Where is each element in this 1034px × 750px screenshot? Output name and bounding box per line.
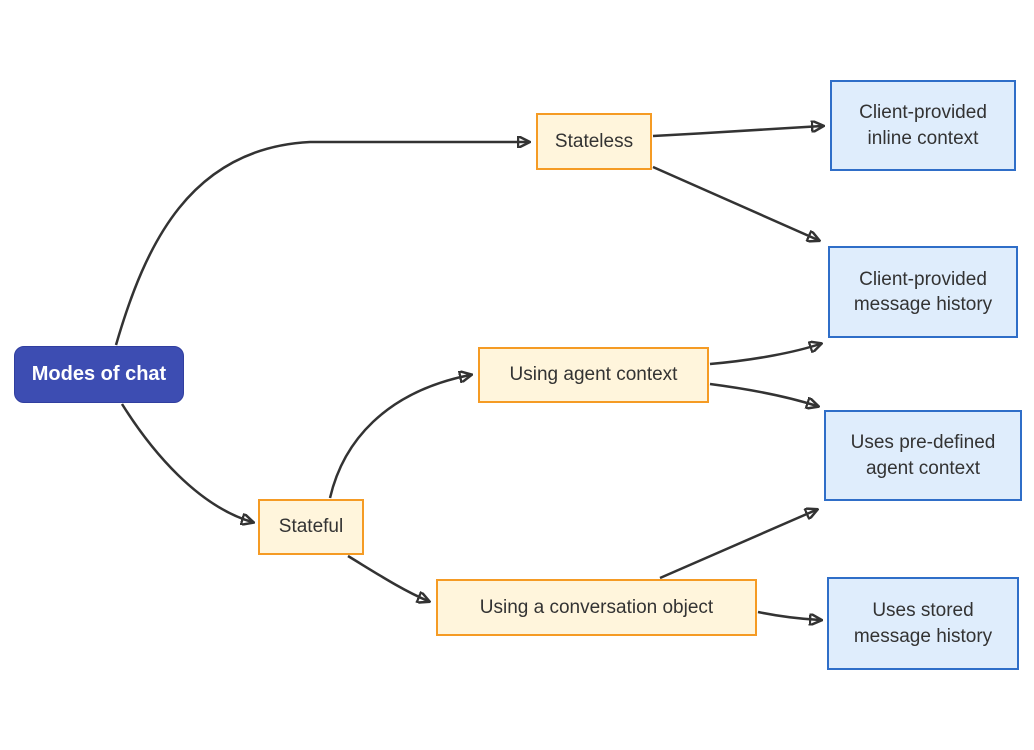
edge-root-to-stateless [114, 142, 528, 346]
node-stateless: Stateless [536, 113, 652, 170]
node-uses-predefined-agent-context: Uses pre-defined agent context [824, 410, 1022, 501]
node-modes-of-chat: Modes of chat [14, 346, 184, 403]
node-stateful: Stateful [258, 499, 364, 555]
node-modes-of-chat-label: Modes of chat [31, 363, 167, 386]
node-client-provided-inline-context: Client-provided inline context [830, 80, 1016, 171]
node-using-a-conversation-object: Using a conversation object [436, 579, 757, 636]
edge-conversation-object-to-predefined-context [659, 510, 816, 580]
node-uses-stored-message-history: Uses stored message history [827, 577, 1019, 670]
edge-agent-context-to-predefined-context [709, 382, 817, 406]
edge-stateless-to-message-history [652, 165, 818, 240]
edge-stateful-to-agent-context [328, 375, 470, 499]
edge-root-to-stateful [120, 403, 252, 522]
node-stateless-label: Stateless [554, 130, 634, 152]
edge-conversation-object-to-stored-history [757, 610, 820, 620]
node-using-a-conversation-object-label: Using a conversation object [479, 596, 714, 618]
node-stateful-label: Stateful [278, 516, 344, 538]
node-client-provided-message-history-label: Client-provided message history [853, 268, 993, 315]
edge-agent-context-to-message-history [709, 344, 820, 366]
edge-stateful-to-conversation-object [347, 554, 428, 601]
node-uses-stored-message-history-label: Uses stored message history [853, 600, 993, 647]
node-uses-predefined-agent-context-label: Uses pre-defined agent context [850, 432, 996, 479]
node-client-provided-inline-context-label: Client-provided inline context [859, 102, 987, 149]
node-client-provided-message-history: Client-provided message history [828, 246, 1018, 338]
node-using-agent-context-label: Using agent context [509, 364, 678, 386]
edge-stateless-to-inline-context [652, 126, 822, 138]
node-using-agent-context: Using agent context [478, 347, 709, 403]
